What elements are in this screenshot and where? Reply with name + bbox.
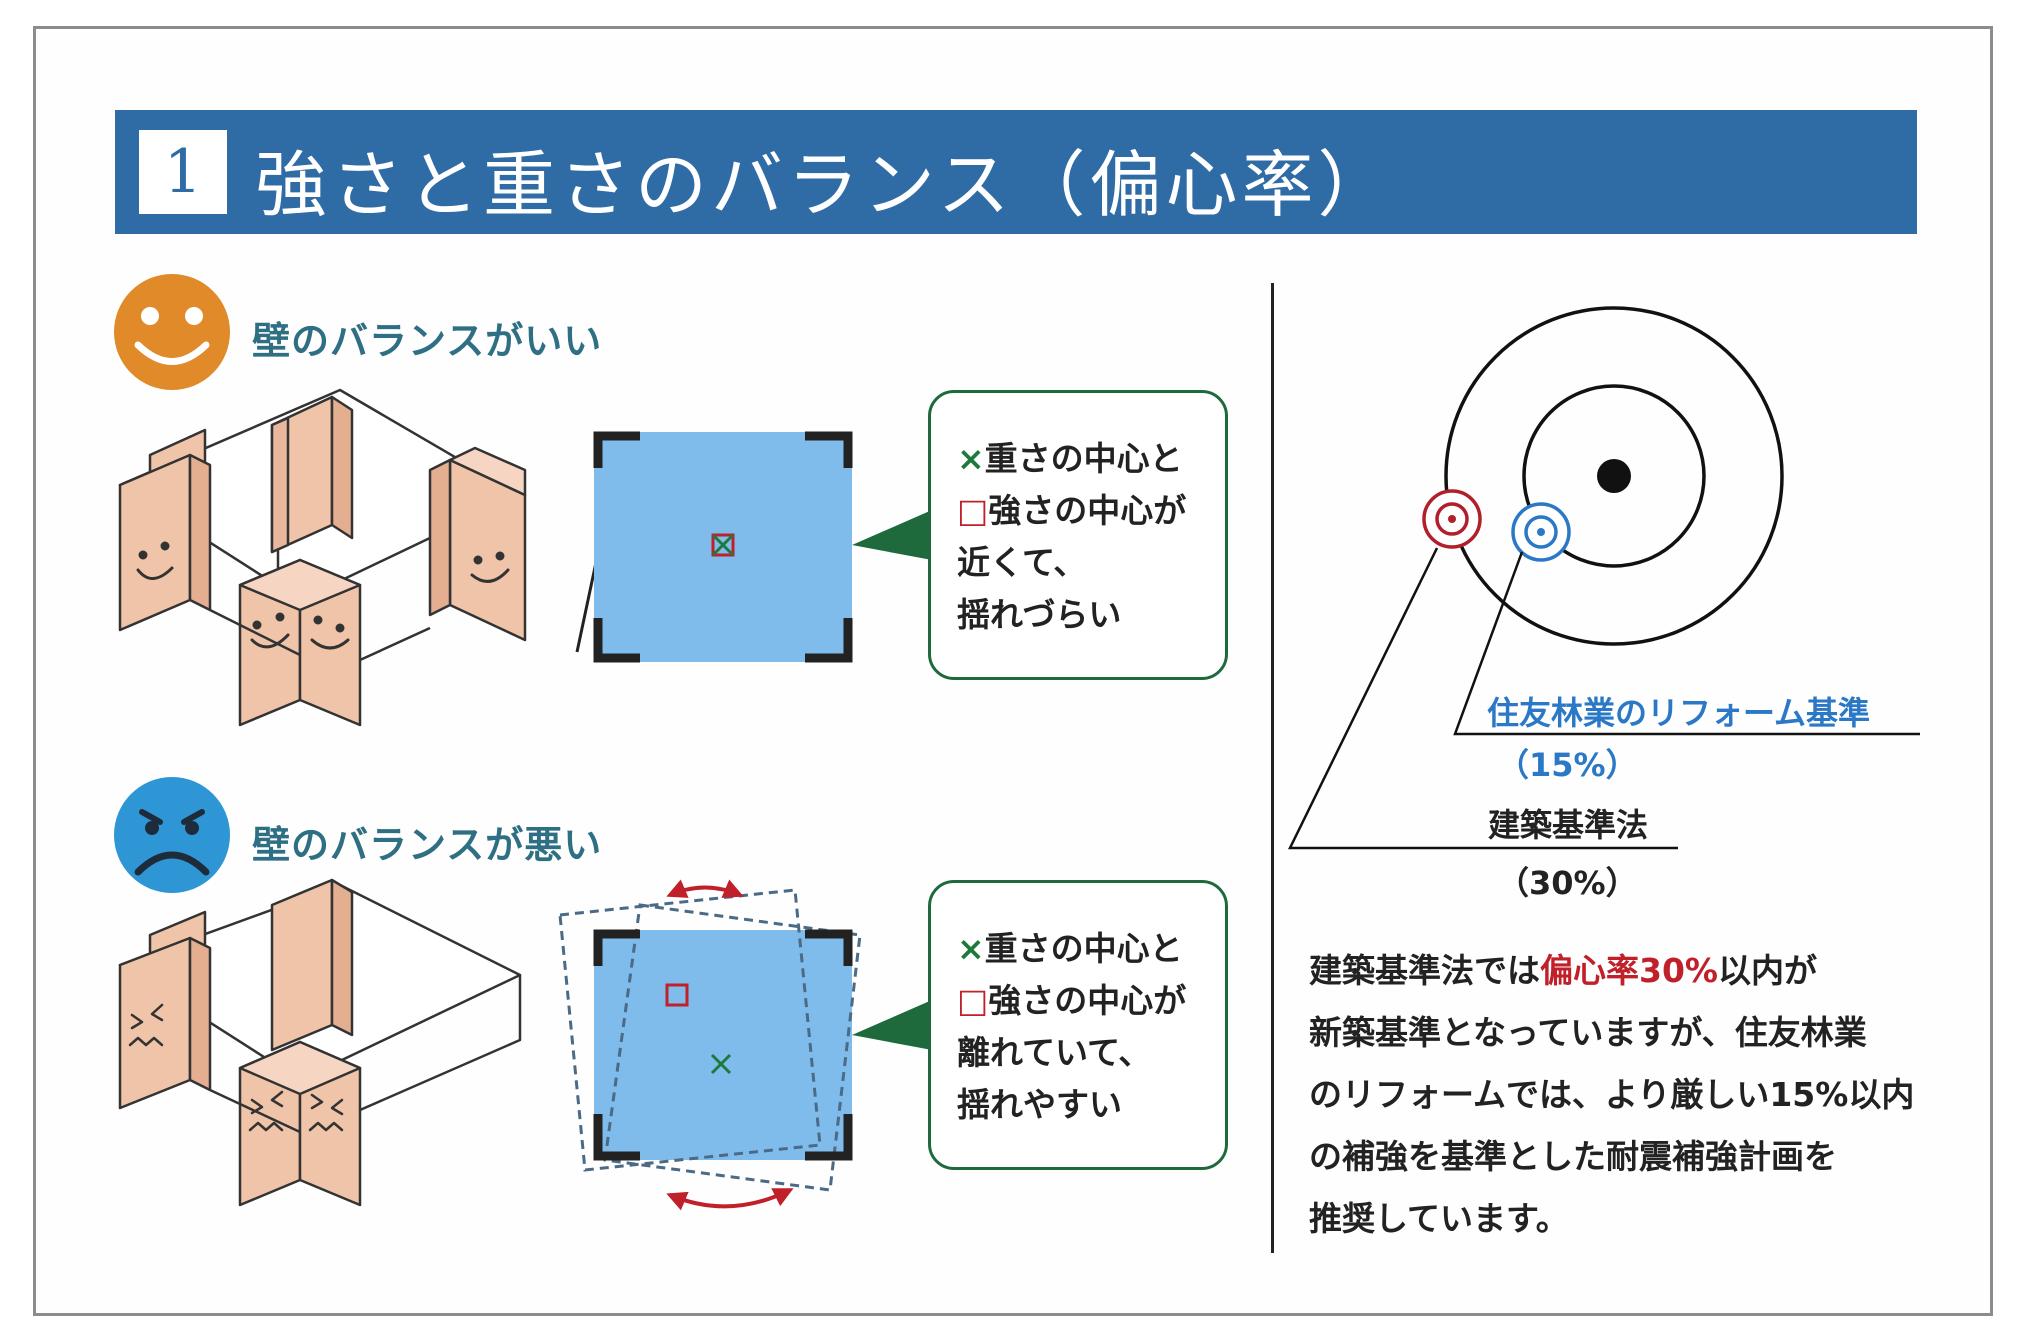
explanation-paragraph: 建築基準法では偏心率30%以内が 新築基準となっていますが、住友林業 のリフォー…	[1309, 951, 1915, 1238]
strength-center-symbol: □	[957, 981, 989, 1020]
weight-center-symbol: ×	[957, 439, 985, 478]
black-leader-line	[1287, 547, 1678, 850]
red-eccentricity-marker	[1422, 489, 1482, 549]
bad-floor-plan	[558, 879, 932, 1211]
good-wall-structure	[118, 388, 527, 727]
weight-center-marker	[711, 533, 735, 557]
blue-leader-line	[1453, 551, 1920, 736]
strength-center-marker	[711, 533, 735, 557]
bad-callout: ×重さの中心と □強さの中心が 離れていて、 揺れやすい	[928, 880, 1228, 1170]
strength-center-symbol: □	[957, 491, 989, 530]
section-number: 1	[139, 130, 227, 214]
good-callout: ×重さの中心と □強さの中心が 近くて、 揺れづらい	[928, 390, 1228, 680]
page-title: 強さと重さのバランス（偏心率）	[255, 143, 1394, 227]
bullseye-icon	[1287, 306, 1920, 850]
callout-pointer	[852, 1000, 932, 1050]
weight-center-symbol: ×	[957, 929, 985, 968]
smiley-icon	[114, 274, 230, 390]
building-law-label: 建築基準法	[1488, 806, 1649, 844]
sumitomo-standard-label: 住友林業のリフォーム基準	[1487, 694, 1871, 732]
bad-wall-structure	[118, 878, 522, 1207]
sumitomo-standard-value: （15%）	[1497, 746, 1638, 784]
rotate-arrow-icon	[666, 1188, 794, 1211]
title-banner: 1 強さと重さのバランス（偏心率）	[115, 110, 1917, 234]
bad-caption: 壁のバランスが悪い	[252, 823, 603, 867]
rotated-outline-1	[558, 888, 822, 1172]
good-floor-plan	[575, 431, 932, 663]
rotate-arrow-icon	[666, 879, 744, 898]
good-caption: 壁のバランスがいい	[252, 319, 603, 363]
blue-eccentricity-marker	[1511, 502, 1571, 562]
frown-icon	[114, 777, 230, 893]
weight-center-marker	[710, 1053, 732, 1075]
vertical-divider	[1271, 283, 1274, 1253]
highlight-eccentricity: 偏心率30%	[1540, 951, 1718, 990]
strength-center-marker	[665, 983, 689, 1007]
callout-pointer	[852, 510, 932, 560]
building-law-value: （30%）	[1497, 864, 1638, 902]
